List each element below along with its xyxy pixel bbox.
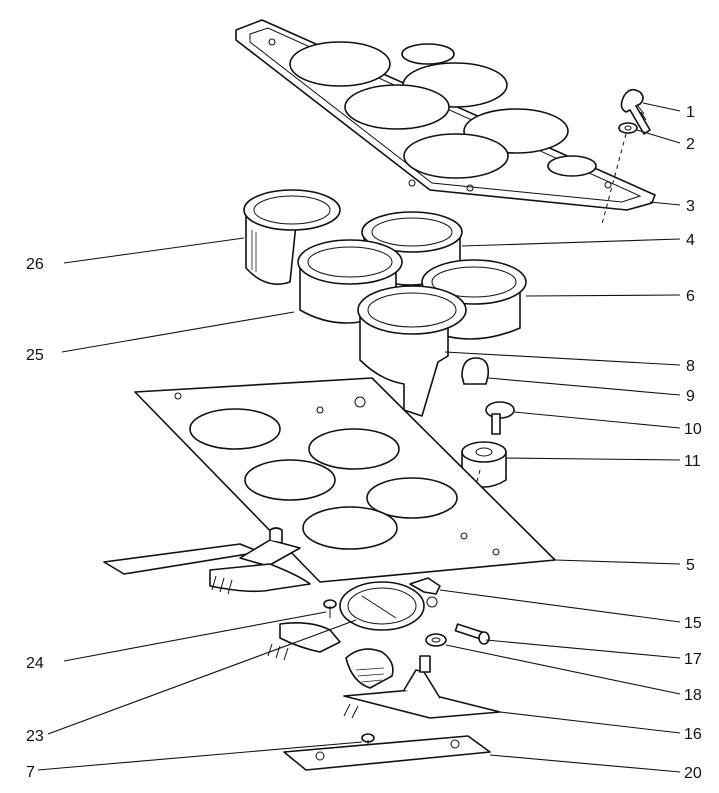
nut-18 [425,633,447,647]
callout-7: 7 [26,764,35,781]
callout-18: 18 [684,687,702,704]
bracket-16 [343,648,501,719]
mounting-plate [134,377,556,583]
knob [485,401,515,435]
gauge-housing-8 [357,285,467,417]
callout-26: 26 [26,256,44,273]
callout-23: 23 [26,728,44,745]
strap-20 [283,735,491,771]
bezel-plate [235,19,656,211]
callout-8: 8 [686,358,695,375]
wire-terminal-left [267,622,341,661]
gauge-23 [339,581,425,631]
screw [620,88,651,135]
screw-24 [323,599,337,618]
clamp-15 [409,577,441,608]
callout-24: 24 [26,655,44,672]
callout-10: 10 [684,421,702,438]
callout-5: 5 [686,557,695,574]
callout-4: 4 [686,232,695,249]
callout-17: 17 [684,651,702,668]
callout-3: 3 [686,198,695,215]
bolt-17 [454,623,490,645]
washer [618,122,638,134]
callout-6: 6 [686,288,695,305]
callout-9: 9 [686,388,695,405]
callout-2: 2 [686,136,695,153]
leader-lines [37,102,681,773]
gauge-housing-26 [243,189,341,285]
callout-20: 20 [684,765,702,782]
bulb [461,357,490,385]
callout-11: 11 [684,453,701,470]
callout-16: 16 [684,726,702,743]
callout-1: 1 [686,104,695,121]
left-bracket [103,527,311,595]
callout-25: 25 [26,347,44,364]
screw-7 [361,733,375,750]
callout-15: 15 [684,615,702,632]
